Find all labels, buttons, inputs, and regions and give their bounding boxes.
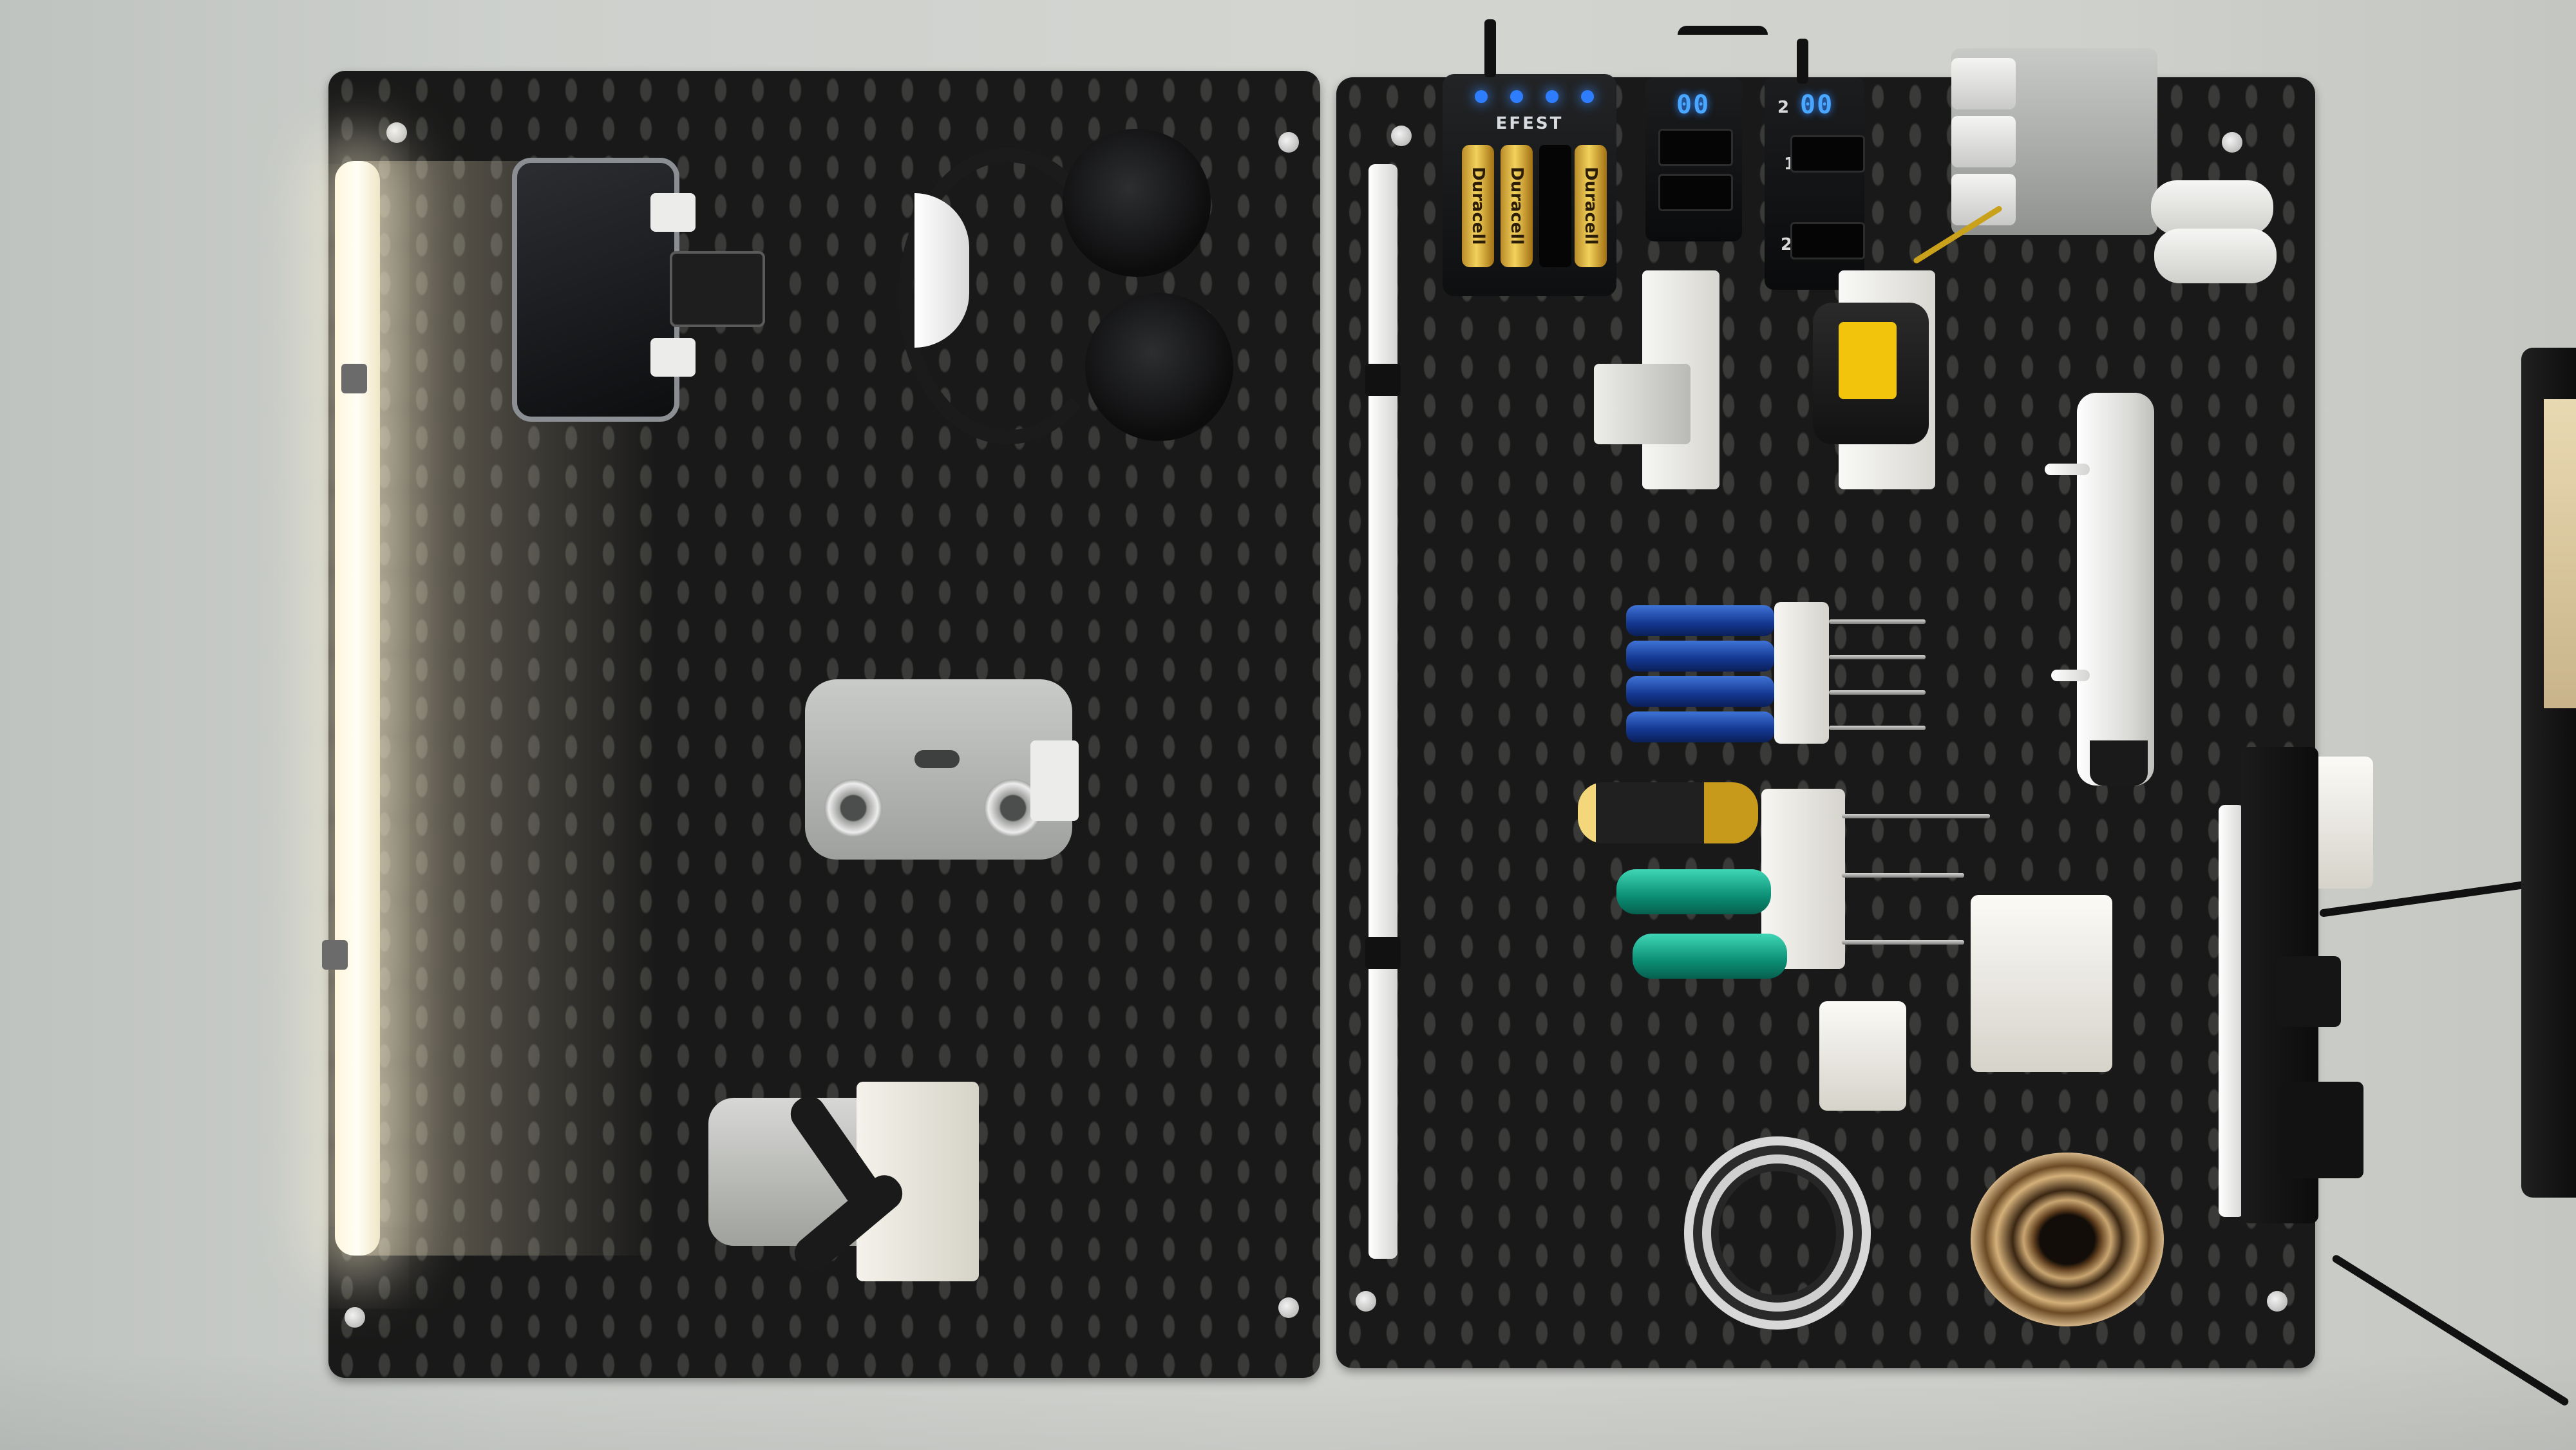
controller-switch — [914, 750, 960, 768]
charger-slot — [1658, 129, 1733, 166]
screw — [1356, 1291, 1376, 1312]
tube-shadow — [2090, 740, 2148, 786]
screwdriver-shaft — [1842, 873, 1964, 878]
tape-roll — [1971, 1153, 2164, 1326]
rail-clip — [1365, 364, 1401, 396]
green-screwdriver — [1633, 934, 1787, 979]
tube-bracket — [2051, 670, 2090, 681]
phone-mount — [650, 193, 696, 232]
drone-battery-stack — [1951, 48, 2157, 235]
yellow-screwdriver — [1578, 782, 1758, 843]
nine-volt-battery — [1594, 364, 1690, 444]
screwdriver-shaft — [1842, 940, 1964, 945]
paper-roll — [2154, 229, 2277, 283]
screw — [2267, 1291, 2287, 1312]
battery-cap — [1951, 58, 2016, 109]
blue-screwdriver — [1626, 676, 1774, 707]
blue-screwdriver — [1626, 605, 1774, 636]
phone-clip-bracket — [670, 251, 765, 327]
charger-slot — [1658, 174, 1733, 211]
screw — [1278, 132, 1299, 153]
battery-label: Duracell — [1507, 167, 1526, 245]
screwdriver-shaft — [1829, 690, 1926, 695]
battery-charger-right: 2 00 1 2 — [1765, 77, 1865, 290]
battery-cap — [1951, 116, 2016, 167]
aa-battery-charger: EFEST Duracell Duracell Duracell — [1443, 74, 1616, 296]
screw — [1391, 126, 1412, 146]
vertical-rail — [1368, 164, 1397, 1259]
power-plug — [2280, 1082, 2363, 1178]
charger-display: 00 — [1676, 90, 1710, 120]
drone-remote-controller — [805, 679, 1072, 860]
charger-cable — [1484, 19, 1496, 77]
phone-mount — [650, 338, 696, 377]
led-light-bar — [335, 161, 380, 1256]
bag-holder-tube — [2077, 393, 2154, 786]
charger-display: 00 — [1800, 90, 1834, 120]
screw — [386, 122, 407, 143]
tape-measure — [1813, 303, 1929, 444]
green-screwdriver — [1616, 869, 1771, 914]
screwdriver-shaft — [1842, 814, 1990, 818]
screwdriver-shaft — [1829, 726, 1926, 730]
slot-prefix-number: 2 — [1777, 98, 1790, 117]
battery-label: Duracell — [1468, 167, 1488, 245]
charger-slot — [1790, 222, 1865, 259]
headphone-holder — [914, 193, 969, 348]
tape-measure-accent — [1839, 322, 1897, 399]
light-clip — [322, 940, 348, 970]
aa-battery: Duracell — [1501, 145, 1533, 267]
battery-label: Duracell — [1581, 167, 1600, 245]
screw — [2222, 132, 2242, 153]
headphone-earcup — [1063, 129, 1211, 277]
cable-coil — [1684, 1136, 1871, 1330]
white-container — [1971, 895, 2112, 1072]
aa-battery: Duracell — [1575, 145, 1607, 267]
charger-led — [1581, 90, 1594, 103]
charger-led — [1546, 90, 1558, 103]
paper-roll — [2151, 180, 2273, 235]
charger-led — [1510, 90, 1523, 103]
screwdriver-rack — [1774, 602, 1829, 744]
aa-battery: Duracell — [1462, 145, 1494, 267]
battery-charger-left: 00 — [1645, 77, 1742, 241]
light-clip — [341, 364, 367, 393]
controller-holder — [1030, 740, 1079, 821]
screwdriver-shaft — [1829, 655, 1926, 659]
screw — [345, 1307, 365, 1328]
charger-led — [1475, 90, 1488, 103]
white-adapter — [1819, 1001, 1906, 1111]
screwdriver-shaft — [1829, 619, 1926, 624]
blue-screwdriver — [1626, 711, 1774, 742]
charger-slot — [1790, 135, 1865, 173]
screw — [1278, 1297, 1299, 1318]
control-stick — [824, 779, 882, 837]
monitor-screen — [2544, 399, 2576, 708]
empty-battery-bay — [1539, 145, 1571, 267]
headphone-earcup — [1085, 293, 1233, 441]
charger-cable — [1797, 39, 1808, 84]
rail-clip — [1365, 937, 1401, 969]
blue-screwdriver — [1626, 641, 1774, 672]
charger-brand-label: EFEST — [1495, 114, 1564, 133]
tube-bracket — [2045, 464, 2090, 475]
vertical-rail — [2219, 805, 2244, 1217]
power-plug — [2277, 956, 2341, 1027]
charger-cable — [1678, 26, 1768, 35]
slot-number: 2 — [1781, 235, 1793, 254]
